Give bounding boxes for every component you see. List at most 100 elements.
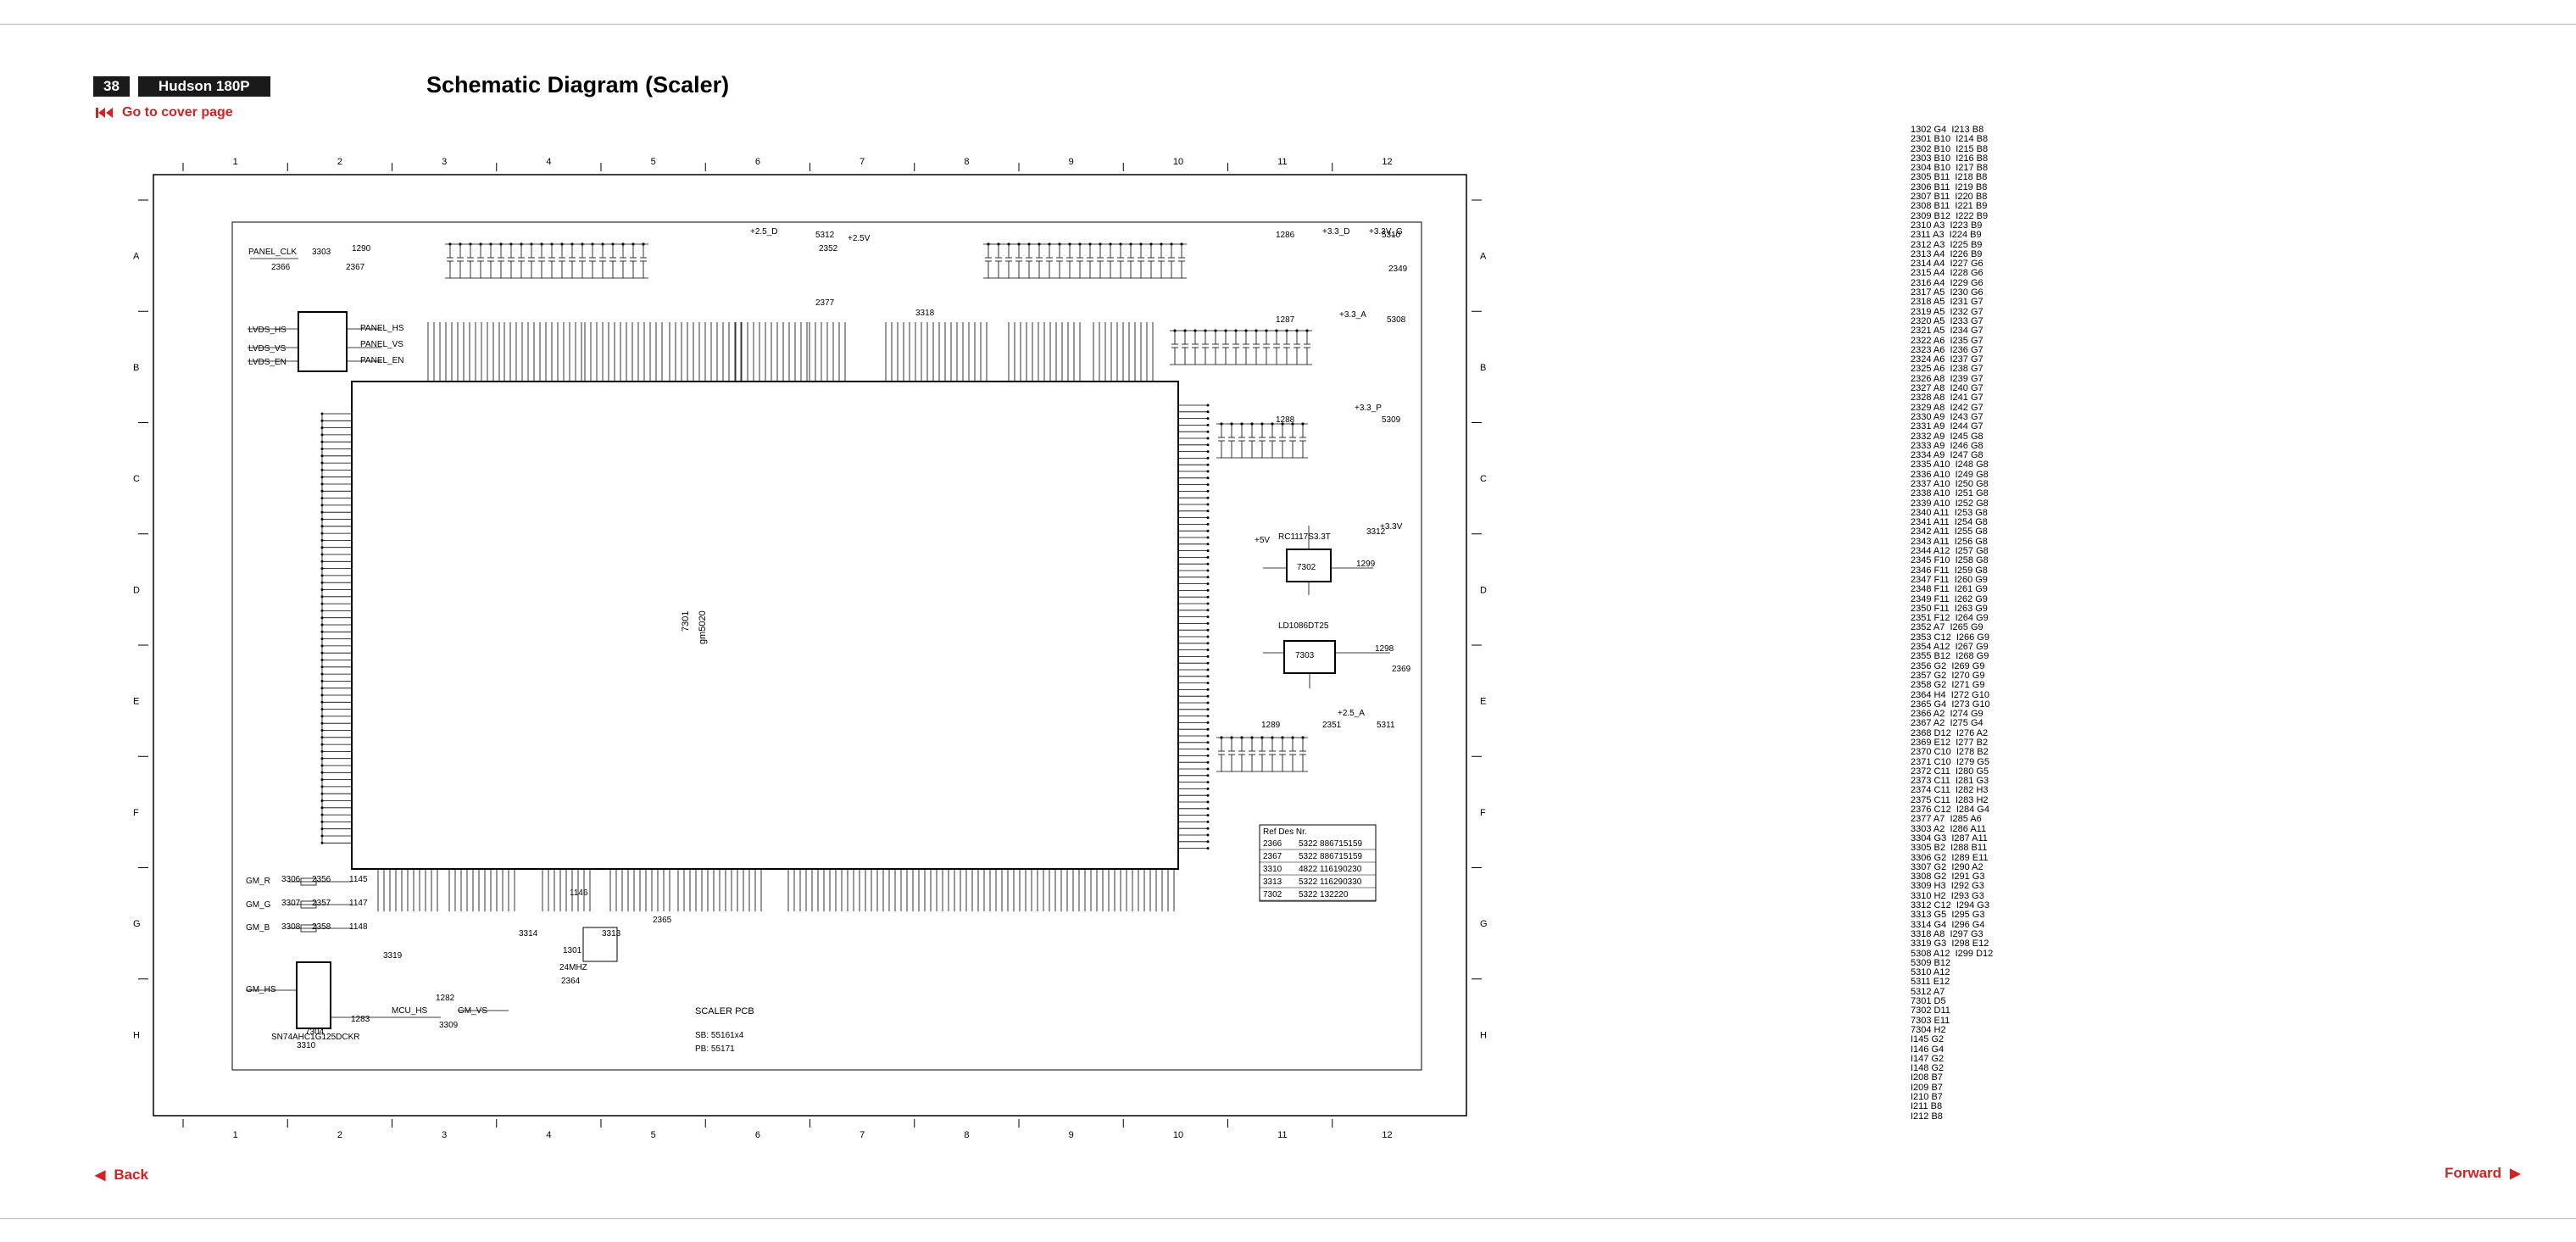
pin-dot [1206, 529, 1210, 532]
signal-label-left: GM_B [246, 923, 270, 933]
component-ref: 2349 [1388, 265, 1408, 274]
pin-dot [1206, 774, 1210, 777]
pin-dot [320, 525, 324, 528]
pin-dot [1206, 483, 1210, 487]
lvds-connector [298, 311, 348, 372]
pin-dot [320, 659, 324, 661]
ref-table-part: 5322 132220 [1299, 890, 1349, 899]
pin-dot [320, 560, 324, 563]
pin-dot [320, 616, 324, 620]
forward-button[interactable]: Forward ▶ [2445, 1165, 2520, 1182]
junction [1271, 736, 1274, 739]
pin-dot [1206, 582, 1210, 586]
ref-table-part: 5322 116290330 [1299, 877, 1362, 887]
pin-dot [1206, 543, 1210, 546]
junction [601, 242, 604, 246]
triangle-right-icon: ▶ [2510, 1167, 2521, 1181]
col-label-bottom: 3 [442, 1130, 447, 1140]
signal-label-right: PANEL_EN [360, 356, 404, 365]
junction [1119, 242, 1122, 246]
junction [1260, 736, 1264, 739]
junction [1068, 242, 1071, 246]
col-label-bottom: 4 [546, 1130, 551, 1140]
col-label-bottom: 5 [651, 1130, 656, 1140]
junction [1193, 329, 1197, 332]
junction [1271, 422, 1274, 426]
junction [550, 242, 554, 246]
pin-dot [1206, 476, 1210, 480]
pin-dot [1206, 437, 1210, 440]
junction [1183, 329, 1187, 332]
pin-dot [1206, 708, 1210, 711]
component-ref: 2366 [271, 263, 291, 272]
junction [448, 242, 452, 246]
component-ref: 5310 [1382, 231, 1401, 240]
power-rail-label: +2.5_D [750, 227, 778, 237]
component-ref: 1299 [1356, 560, 1376, 569]
pin-dot [1206, 833, 1210, 837]
component-reference-list: 1302 G4 I213 B8 2301 B10 I214 B8 2302 B1… [1911, 125, 1994, 1122]
pin-dot [320, 743, 324, 746]
component-ref: 2358 [312, 922, 331, 932]
page-badge: 38 Hudson 180P [93, 76, 270, 97]
pin-dot [1206, 847, 1210, 850]
junction [642, 242, 645, 246]
junction [1281, 736, 1284, 739]
pin-dot [320, 820, 324, 823]
pin-dot [320, 532, 324, 535]
junction [1301, 736, 1305, 739]
pin-dot [320, 546, 324, 549]
pin-dot [320, 468, 324, 471]
component-ref: 3312 [1366, 527, 1386, 537]
component-ref: 2367 [346, 263, 365, 272]
row-label-left: E [133, 697, 139, 707]
pin-dot [320, 651, 324, 654]
junction [1291, 736, 1294, 739]
pin-dot [1206, 814, 1210, 817]
pin-dot [1206, 450, 1210, 454]
pin-dot [1206, 463, 1210, 466]
junction [997, 242, 1000, 246]
junction [1109, 242, 1112, 246]
component-ref: 3319 [383, 951, 403, 961]
go-to-cover-link[interactable]: Go to cover page [95, 105, 233, 120]
component-ref: 2352 [819, 244, 838, 253]
junction [479, 242, 482, 246]
signal-label-right: PANEL_HS [360, 324, 404, 333]
row-label-right: G [1480, 919, 1488, 929]
pin-dot [1206, 576, 1210, 579]
col-label-top: 1 [233, 157, 238, 167]
pin-dot [320, 623, 324, 627]
pin-dot [1206, 781, 1210, 784]
pin-dot [320, 504, 324, 507]
junction [1240, 736, 1243, 739]
resistor [300, 924, 317, 933]
pin-dot [1206, 410, 1210, 414]
pin-dot [1206, 715, 1210, 718]
component-ref: 2377 [815, 298, 835, 308]
col-label-bottom: 10 [1173, 1130, 1183, 1140]
pin-dot [1206, 621, 1210, 625]
junction [1224, 329, 1227, 332]
pin-dot [1206, 661, 1210, 665]
component-ref: 2365 [653, 916, 672, 925]
junction [489, 242, 492, 246]
junction [1291, 422, 1294, 426]
col-label-bottom: 6 [755, 1130, 760, 1140]
pin-dot [1206, 404, 1210, 407]
pin-dot [1206, 562, 1210, 565]
col-label-top: 3 [442, 157, 447, 167]
pin-dot [320, 764, 324, 767]
component-ref: 1287 [1276, 315, 1295, 325]
board-outline [231, 221, 1422, 1071]
signal-label-right: MCU_HS [392, 1006, 428, 1016]
pin-dot [320, 687, 324, 690]
component-ref: 3314 [519, 929, 538, 938]
signal-label-left: LVDS_HS [248, 326, 287, 335]
ref-table-des: 3310 [1263, 865, 1282, 874]
back-button[interactable]: ◀ Back [95, 1167, 148, 1184]
pin-dot [1206, 510, 1210, 513]
row-label-right: E [1480, 697, 1486, 707]
pin-dot [1206, 635, 1210, 638]
pin-dot [320, 693, 324, 697]
